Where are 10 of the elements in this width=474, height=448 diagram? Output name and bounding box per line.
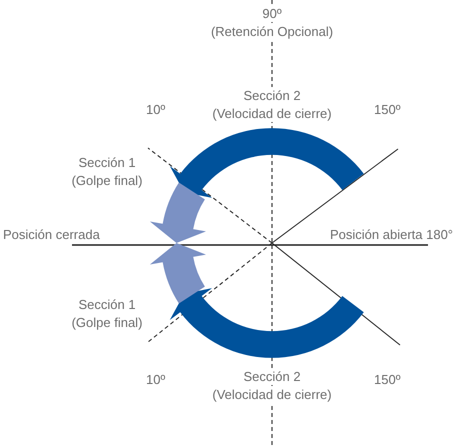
section-label: Sección 1: [77, 296, 137, 313]
angle-label: 150º: [374, 371, 400, 388]
angle-label: 150º: [374, 101, 400, 118]
section-label: Sección 1: [77, 154, 137, 171]
angle-label: 10º: [146, 101, 166, 118]
position-label: Posición cerrada: [3, 226, 100, 243]
section-label: (Golpe final): [70, 314, 144, 331]
position-label: Posición abierta 180°: [330, 226, 453, 243]
angle-label: 10º: [146, 371, 166, 388]
section-label: (Golpe final): [70, 172, 144, 189]
